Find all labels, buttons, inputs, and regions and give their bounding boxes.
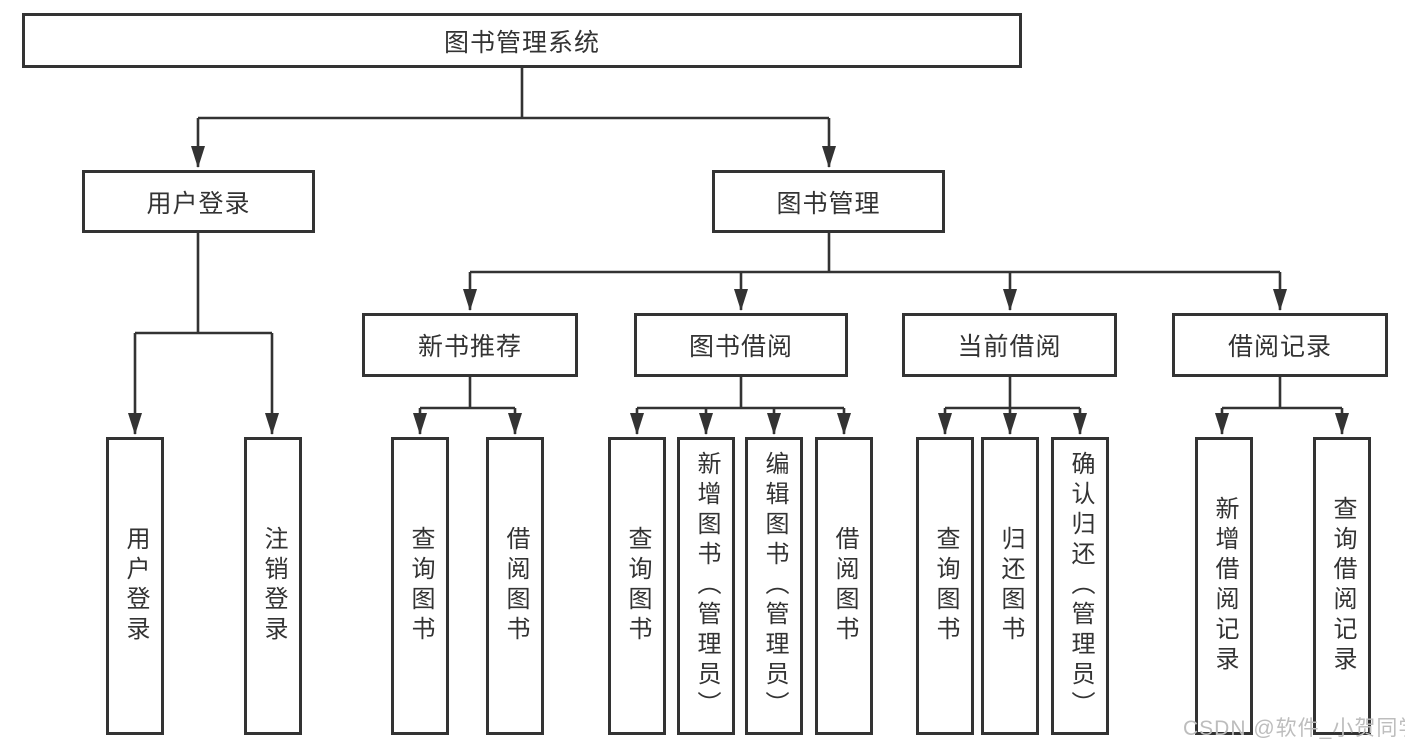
leaf-recommend-query-book: 查询图书 [391, 437, 449, 735]
csdn-watermark: CSDN @软件_小贺同学 [1183, 717, 1405, 740]
leaf-recommend-borrow-book-label: 借阅图书 [502, 526, 529, 646]
node-root-label: 图书管理系统 [443, 28, 600, 57]
node-book-management: 图书管理 [712, 170, 945, 233]
leaf-borrow-edit-book: 编辑图书（管理员） [745, 437, 803, 735]
node-borrow-records-label: 借阅记录 [1227, 333, 1332, 361]
leaf-borrow-add-book-label: 新增图书（管理员） [693, 451, 720, 721]
leaf-borrow-borrow-book: 借阅图书 [815, 437, 873, 735]
leaf-borrow-query-book-label: 查询图书 [624, 526, 651, 646]
node-new-book-recommend: 新书推荐 [362, 313, 578, 377]
node-borrow-records: 借阅记录 [1172, 313, 1388, 377]
leaf-logout-label: 注销登录 [260, 526, 287, 646]
node-book-management-label: 图书管理 [776, 189, 881, 218]
node-book-borrow-label: 图书借阅 [688, 333, 793, 361]
leaf-current-return-book-label: 归还图书 [997, 526, 1024, 646]
leaf-borrow-borrow-book-label: 借阅图书 [831, 526, 858, 646]
node-user-login: 用户登录 [82, 170, 315, 233]
leaf-user-login: 用户登录 [106, 437, 164, 735]
leaf-recommend-borrow-book: 借阅图书 [486, 437, 544, 735]
node-new-book-recommend-label: 新书推荐 [417, 333, 522, 361]
leaf-record-query: 查询借阅记录 [1313, 437, 1371, 735]
connector-skeleton [135, 68, 1342, 410]
leaf-borrow-edit-book-label: 编辑图书（管理员） [761, 451, 788, 721]
leaf-borrow-query-book: 查询图书 [608, 437, 666, 735]
leaf-current-confirm-return-label: 确认归还（管理员） [1067, 451, 1094, 721]
leaf-current-confirm-return: 确认归还（管理员） [1051, 437, 1109, 735]
node-user-login-label: 用户登录 [146, 189, 251, 218]
leaf-record-query-label: 查询借阅记录 [1329, 496, 1356, 676]
leaf-logout: 注销登录 [244, 437, 302, 735]
node-current-borrow: 当前借阅 [902, 313, 1117, 377]
leaf-record-add: 新增借阅记录 [1195, 437, 1253, 735]
node-current-borrow-label: 当前借阅 [957, 333, 1062, 361]
leaf-borrow-add-book: 新增图书（管理员） [677, 437, 735, 735]
leaf-recommend-query-book-label: 查询图书 [407, 526, 434, 646]
leaf-current-return-book: 归还图书 [981, 437, 1039, 735]
leaf-record-add-label: 新增借阅记录 [1211, 496, 1238, 676]
leaf-user-login-label: 用户登录 [122, 526, 149, 646]
leaf-current-query-book-label: 查询图书 [932, 526, 959, 646]
node-book-borrow: 图书借阅 [634, 313, 848, 377]
node-root: 图书管理系统 [22, 13, 1022, 68]
leaf-current-query-book: 查询图书 [916, 437, 974, 735]
